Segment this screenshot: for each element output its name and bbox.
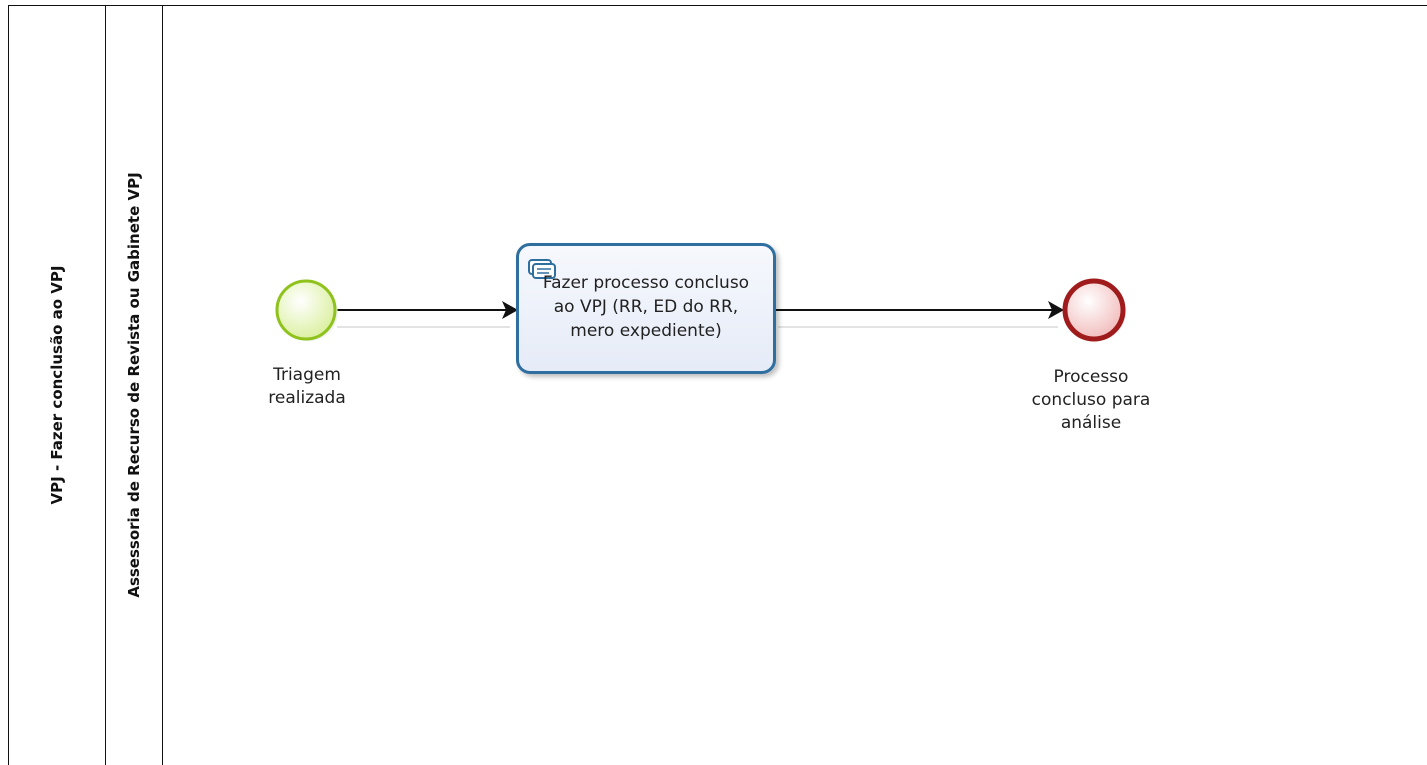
- end-event-label: Processo concluso para análise: [1031, 367, 1151, 433]
- pool: [8, 5, 1427, 765]
- pool-header: [8, 5, 106, 765]
- task-label: Fazer processo concluso ao VPJ (RR, ED d…: [542, 273, 750, 341]
- lane-header: [106, 5, 163, 765]
- task-fazer-processo-concluso[interactable]: [516, 243, 776, 374]
- start-event[interactable]: [275, 279, 338, 341]
- start-event-label: Triagem realizada: [268, 365, 346, 408]
- sequence-flow-start-to-task[interactable]: [337, 301, 518, 319]
- user-task-icon: [528, 259, 556, 279]
- sequence-flow-task-to-end[interactable]: [776, 301, 1064, 319]
- end-event[interactable]: [1062, 278, 1126, 342]
